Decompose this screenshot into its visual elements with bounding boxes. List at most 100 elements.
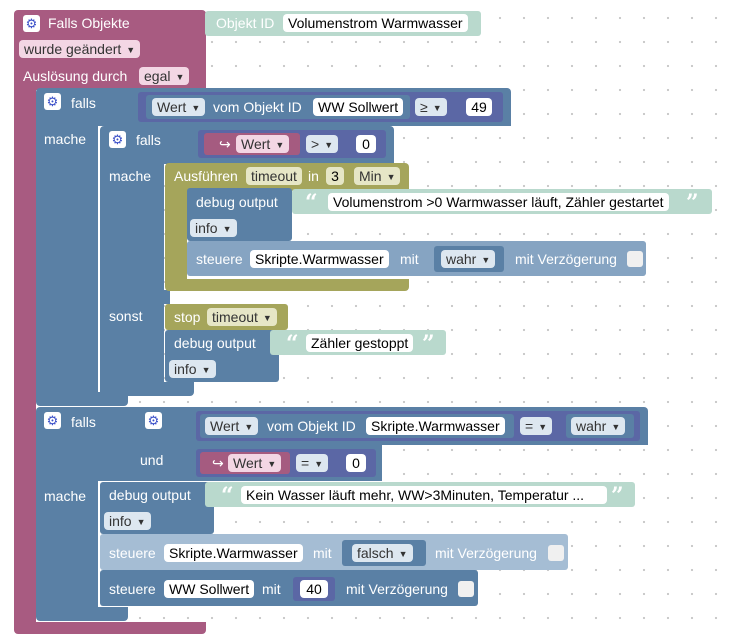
trigger-by-dropdown[interactable]: egal ▼ [139,67,190,85]
gear-icon[interactable]: ⚙ [44,93,61,110]
unit-value: Min [359,168,382,184]
inner-sonst-label: sonst [109,308,143,324]
debug-output-label: debug output [109,487,191,503]
quote-close-icon: ” [422,331,435,357]
object-id-field[interactable]: Volumenstrom Warmwasser [283,14,468,32]
if2-mache-label: mache [44,488,87,504]
operator-value: > [311,136,320,152]
dropdown-arrow-icon: ▼ [222,224,232,234]
stop-timeout-value: timeout [212,309,258,325]
log-level-value: info [195,220,218,236]
inner-falls-label: falls [136,132,161,148]
dropdown-arrow-icon: ▼ [398,549,408,559]
gear-icon[interactable]: ⚙ [109,131,126,148]
object-field[interactable]: WW Sollwert [313,98,404,116]
quote-open-icon: “ [286,331,299,357]
control-label: steuere [196,251,243,267]
boolean-dropdown[interactable]: wahr▼ [441,250,496,268]
number-field[interactable]: 0 [346,454,366,472]
quote-close-icon: ” [611,483,624,509]
delay-label: mit Verzögerung [346,581,448,597]
dropdown-arrow-icon: ▼ [136,517,146,527]
debug-output-label: debug output [174,335,256,351]
boolean-value: wahr [576,418,607,434]
variable-value: Wert [241,136,271,152]
boolean-dropdown[interactable]: falsch ▼ [352,544,413,562]
control-object-field[interactable]: Skripte.Warmwasser [164,544,303,562]
trigger-by-value: egal [144,68,171,84]
stop-timeout-dropdown[interactable]: timeout ▼ [207,308,277,326]
object-field[interactable]: Skripte.Warmwasser [366,417,505,435]
inner-if-sonst [100,290,170,304]
if1-mache-label: mache [44,131,87,147]
debug-output-label: debug output [196,194,278,210]
delay-checkbox[interactable] [627,251,643,267]
gear-icon[interactable]: ⚙ [23,15,40,32]
delay-checkbox[interactable] [548,545,564,561]
timeout-name-value: timeout [251,168,297,184]
value-dropdown-value: Wert [210,418,240,434]
inner-if-bottom [100,382,194,396]
changed-dropdown[interactable]: wurde geändert▼ [19,40,141,58]
unit-dropdown[interactable]: Min ▼ [354,167,401,185]
trigger-by-label: Auslösung durch [23,68,128,84]
changed-dropdown-value: wurde geändert [24,41,122,57]
dropdown-arrow-icon: ▼ [201,365,211,375]
delay-label: mit Verzögerung [435,545,537,561]
gear-icon[interactable]: ⚙ [44,412,61,429]
value-dropdown-value: Wert [157,99,187,115]
quote-open-icon: “ [221,483,234,509]
log-level-dropdown[interactable]: info ▼ [169,360,216,378]
number-field[interactable]: 49 [466,98,492,116]
debug-text-field[interactable]: Volumenstrom >0 Warmwasser läuft, Zähler… [328,193,669,211]
log-level-value: info [174,361,197,377]
trigger-block-bottom [14,622,206,634]
variable-dropdown[interactable]: Wert▼ [228,454,282,472]
operator-dropdown[interactable]: ≥▼ [415,98,447,116]
boolean-dropdown[interactable]: wahr▼ [571,417,626,435]
debug-text-field[interactable]: Zähler gestoppt [306,334,414,352]
from-object-label: vom Objekt ID [267,418,356,434]
dropdown-arrow-icon: ▼ [386,172,396,182]
operator-dropdown[interactable]: =▼ [296,454,329,472]
number-field[interactable]: 0 [356,135,376,153]
dropdown-arrow-icon: ▼ [191,103,201,113]
boolean-value: falsch [357,545,394,561]
if2-falls-label: falls [71,414,96,430]
variable-dropdown[interactable]: Wert▼ [236,135,290,153]
dropdown-arrow-icon: ▼ [262,313,272,323]
if-block-2-bottom [36,607,128,621]
mit-label: mit [400,251,419,267]
log-level-dropdown[interactable]: info ▼ [190,219,237,237]
timeout-name-dropdown[interactable]: timeout [246,167,302,185]
dropdown-arrow-icon: ▼ [314,459,324,469]
delay-checkbox[interactable] [458,581,474,597]
control-label: steuere [109,545,156,561]
operator-value: = [525,418,534,434]
log-level-dropdown[interactable]: info▼ [104,512,151,530]
stop-label: stop [174,309,201,325]
mit-label: mit [262,581,281,597]
control-object-field[interactable]: Skripte.Warmwasser [250,250,389,268]
trigger-block-body [14,88,36,628]
value-dropdown[interactable]: Wert ▼ [152,98,206,116]
dropdown-arrow-icon: ▼ [538,422,548,432]
control-object-field[interactable]: WW Sollwert [164,580,255,598]
control-label: steuere [109,581,156,597]
dropdown-arrow-icon: ▼ [432,103,442,113]
if-block-2-body [36,479,98,613]
mit-label: mit [313,545,332,561]
dropdown-arrow-icon: ▼ [175,72,185,82]
operator-dropdown[interactable]: =▼ [520,417,553,435]
arrow-icon: ↪ [212,455,224,471]
value-dropdown[interactable]: Wert▼ [205,417,259,435]
debug-text-field[interactable]: Kein Wasser läuft mehr, WW>3Minuten, Tem… [241,486,607,504]
operator-value: ≥ [420,99,428,115]
quote-close-icon: ” [686,190,699,216]
delay-number-field[interactable]: 3 [326,167,344,185]
operator-dropdown[interactable]: >▼ [306,135,339,153]
number-field[interactable]: 40 [300,580,328,598]
gear-icon[interactable]: ⚙ [145,412,162,429]
control-block-3[interactable] [100,570,478,606]
inner-if-body [100,162,164,392]
